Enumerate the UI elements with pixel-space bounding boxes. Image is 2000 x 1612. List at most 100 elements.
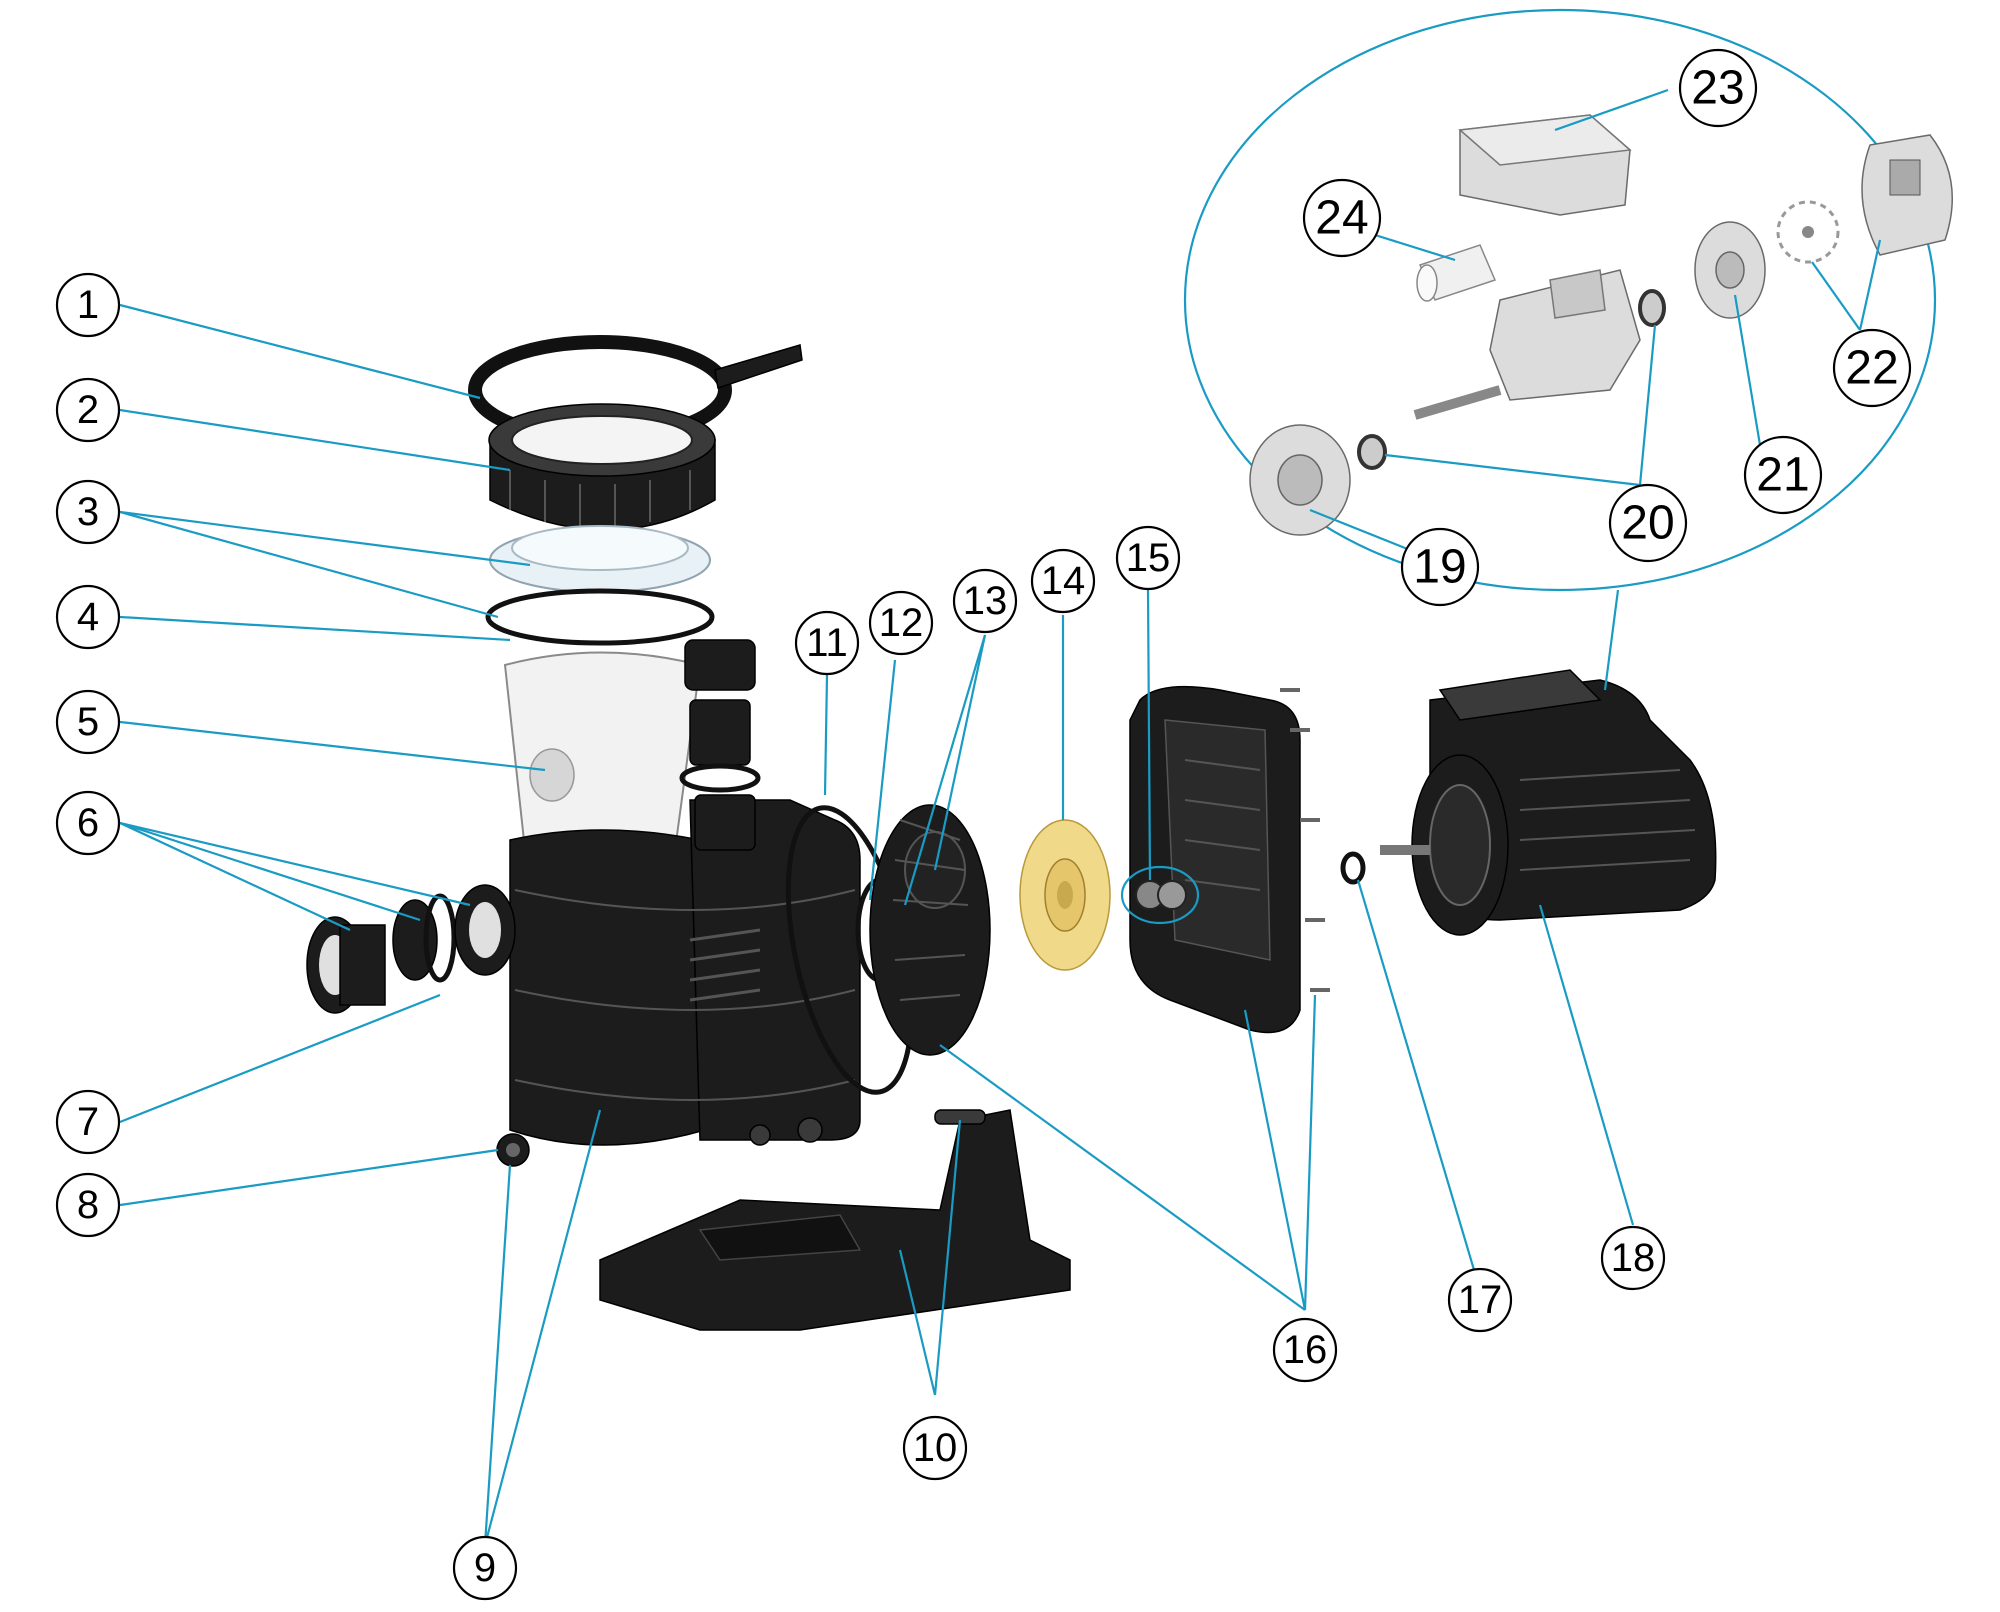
svg-text:3: 3: [77, 490, 99, 534]
callout-8: 8: [55, 1172, 121, 1238]
seal-plate-body: [1129, 685, 1301, 1034]
leader-17: [1356, 879, 1482, 1291]
leader-18: [1538, 904, 1635, 1226]
svg-text:19: 19: [1413, 541, 1466, 594]
svg-text:21: 21: [1756, 449, 1809, 502]
leader-24: [1374, 233, 1456, 262]
svg-text:18: 18: [1611, 1236, 1656, 1280]
motor: [1380, 669, 1717, 936]
pump-base: [599, 1109, 1071, 1331]
callout-18: 18: [1600, 1225, 1666, 1291]
drain-plug: [496, 1133, 530, 1167]
svg-text:7: 7: [77, 1100, 99, 1144]
front-bearing: [1357, 434, 1387, 470]
front-flange: [1249, 424, 1351, 536]
callout-16: 16: [1272, 1317, 1338, 1383]
svg-text:1: 1: [77, 283, 99, 327]
housing-screws: [1280, 688, 1330, 992]
union-fittings: [679, 639, 761, 793]
leader-16c: [1303, 994, 1317, 1311]
union-connector: [306, 884, 516, 1014]
svg-text:13: 13: [963, 579, 1008, 623]
callout-9: 9: [452, 1535, 518, 1601]
leader-11: [823, 674, 829, 796]
leader-13a: [903, 634, 987, 906]
impeller: [1019, 819, 1111, 971]
leader-15-ring: [1120, 865, 1200, 925]
leader-18b: [1603, 589, 1620, 691]
svg-text:17: 17: [1458, 1278, 1503, 1322]
leader-10b: [933, 1119, 962, 1396]
svg-text:2: 2: [77, 388, 99, 432]
callout-6: 6: [55, 790, 121, 856]
leader-8: [119, 1148, 499, 1207]
strainer-basket: [503, 651, 702, 861]
callout-12: 12: [868, 590, 934, 656]
leader-12: [868, 659, 897, 901]
callout-15: 15: [1115, 525, 1181, 591]
svg-text:11: 11: [806, 621, 848, 665]
svg-text:6: 6: [77, 801, 99, 845]
leader-5: [119, 720, 546, 772]
leader-3a: [119, 510, 531, 567]
callout-2: 2: [55, 377, 121, 443]
svg-text:23: 23: [1691, 62, 1744, 115]
callout-7: 7: [55, 1089, 121, 1155]
svg-text:20: 20: [1621, 497, 1674, 550]
leader-1: [119, 303, 481, 400]
terminal-box: [1458, 114, 1632, 216]
leader-16a: [939, 1044, 1306, 1311]
callout-17: 17: [1447, 1267, 1513, 1333]
leader-7: [119, 993, 441, 1124]
svg-text:8: 8: [77, 1183, 99, 1227]
leader-20a: [1384, 453, 1641, 487]
leader-21: [1733, 294, 1762, 446]
svg-text:15: 15: [1126, 536, 1171, 580]
svg-text:12: 12: [879, 601, 924, 645]
svg-text:22: 22: [1845, 342, 1898, 395]
svg-text:10: 10: [913, 1426, 958, 1470]
leader-10a: [898, 1249, 937, 1396]
callout-24: 24: [1302, 178, 1382, 258]
callout-14: 14: [1030, 548, 1096, 614]
capacitor: [1416, 244, 1497, 302]
callout-19: 19: [1400, 527, 1480, 607]
motor-stator-shaft: [1413, 269, 1641, 420]
svg-text:16: 16: [1283, 1328, 1328, 1372]
callout-21: 21: [1743, 435, 1823, 515]
clear-lid: [489, 525, 711, 593]
callout-10: 10: [902, 1415, 968, 1481]
svg-text:4: 4: [77, 595, 99, 639]
leader-6b: [119, 821, 421, 922]
threaded-ring: [488, 403, 716, 531]
callout-4: 4: [55, 584, 121, 650]
shaft-washer: [1340, 851, 1366, 885]
leader-20b: [1638, 324, 1657, 486]
leader-6c: [119, 821, 471, 907]
callout-11: 11: [794, 610, 860, 676]
cooling-fan: [1776, 200, 1840, 264]
leader-16b: [1243, 1009, 1307, 1311]
leader-9b: [483, 1109, 602, 1546]
callout-13: 13: [952, 568, 1018, 634]
svg-text:24: 24: [1315, 192, 1368, 245]
pump-housing: [509, 794, 861, 1146]
lid-o-ring: [485, 588, 715, 646]
rear-bearing: [1638, 289, 1666, 327]
leader-4: [119, 615, 511, 642]
svg-text:5: 5: [77, 700, 99, 744]
leader-13b: [933, 634, 987, 871]
leader-23: [1554, 88, 1669, 132]
callout-3: 3: [55, 479, 121, 545]
callouts: 1 2 3 4 5 6 7 8 9 10 11 12 13 14 15 16 1…: [55, 48, 1912, 1601]
callout-22: 22: [1832, 328, 1912, 408]
callout-1: 1: [55, 272, 121, 338]
leader-6a: [119, 822, 351, 931]
leader-22a: [1811, 261, 1861, 331]
leader-9a: [483, 1164, 512, 1546]
svg-text:9: 9: [474, 1546, 496, 1590]
leader-22b: [1858, 239, 1882, 331]
callout-20: 20: [1608, 483, 1688, 563]
fan-cover: [1861, 134, 1954, 256]
